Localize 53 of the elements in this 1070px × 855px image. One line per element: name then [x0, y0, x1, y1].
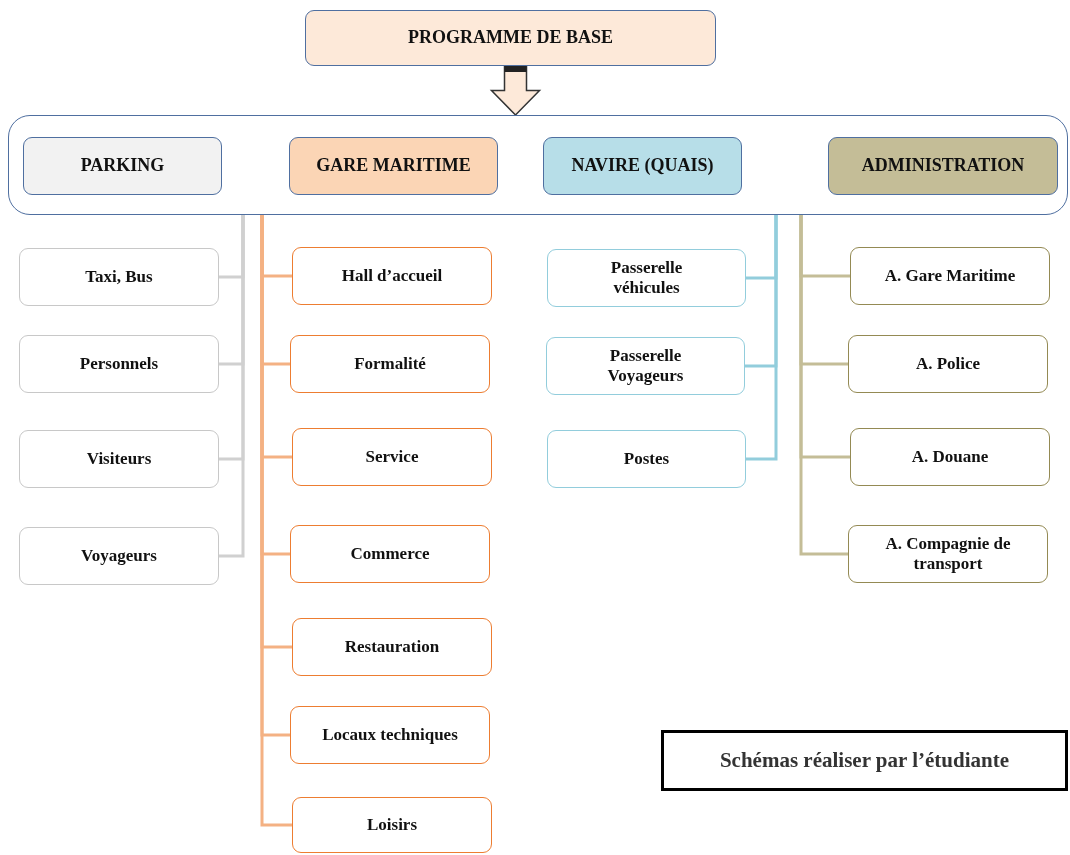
item-box — [292, 797, 492, 853]
box-label: A. Police — [914, 353, 982, 375]
box-label: Locaux techniques — [321, 724, 459, 746]
category-box — [828, 137, 1058, 195]
item-box — [290, 525, 490, 583]
box-label: PARKING — [79, 155, 166, 177]
item-box — [848, 525, 1048, 583]
box-label: Hall d’accueil — [340, 265, 444, 287]
item-box — [547, 430, 746, 488]
group-band — [8, 115, 1068, 215]
connector-line — [746, 215, 778, 461]
item-box — [19, 527, 219, 585]
item-box — [292, 618, 492, 676]
box-label: Restauration — [343, 636, 441, 658]
item-box — [292, 428, 492, 486]
box-label: A. Douane — [910, 446, 990, 468]
box-label: GARE MARITIME — [315, 155, 472, 177]
box-label: Taxi, Bus — [84, 266, 154, 288]
connector-line — [219, 215, 245, 558]
title-box — [305, 10, 716, 66]
connector-line — [799, 215, 848, 556]
box-label: PROGRAMME DE BASE — [407, 27, 614, 49]
box-label: A. Gare Maritime — [883, 265, 1017, 287]
item-box — [290, 335, 490, 393]
box-label: Postes — [622, 448, 671, 470]
box-label: Service — [364, 446, 420, 468]
item-box — [19, 248, 219, 306]
category-box — [23, 137, 222, 195]
connector-line — [260, 215, 292, 827]
item-box — [546, 337, 745, 395]
note-box — [661, 730, 1068, 791]
item-box — [292, 247, 492, 305]
box-label: A. Compagnie de transport — [884, 533, 1012, 575]
item-box — [19, 430, 219, 488]
item-box — [850, 247, 1050, 305]
box-label: Visiteurs — [85, 448, 153, 470]
category-box — [543, 137, 742, 195]
category-box — [289, 137, 498, 195]
box-label: Commerce — [349, 543, 431, 565]
box-label: NAVIRE (QUAIS) — [570, 155, 715, 177]
box-label: Formalité — [353, 353, 427, 375]
item-box — [19, 335, 219, 393]
item-box — [290, 706, 490, 764]
item-box — [848, 335, 1048, 393]
box-label: Personnels — [78, 353, 160, 375]
box-label: Schémas réaliser par l’étudiante — [718, 747, 1011, 774]
item-box — [850, 428, 1050, 486]
item-box — [547, 249, 746, 307]
box-label: Passerelle véhicules — [609, 257, 684, 299]
box-label: Loisirs — [365, 814, 419, 836]
box-label: ADMINISTRATION — [860, 155, 1026, 177]
box-label: Voyageurs — [80, 545, 158, 567]
box-label: Passerelle Voyageurs — [606, 345, 685, 387]
